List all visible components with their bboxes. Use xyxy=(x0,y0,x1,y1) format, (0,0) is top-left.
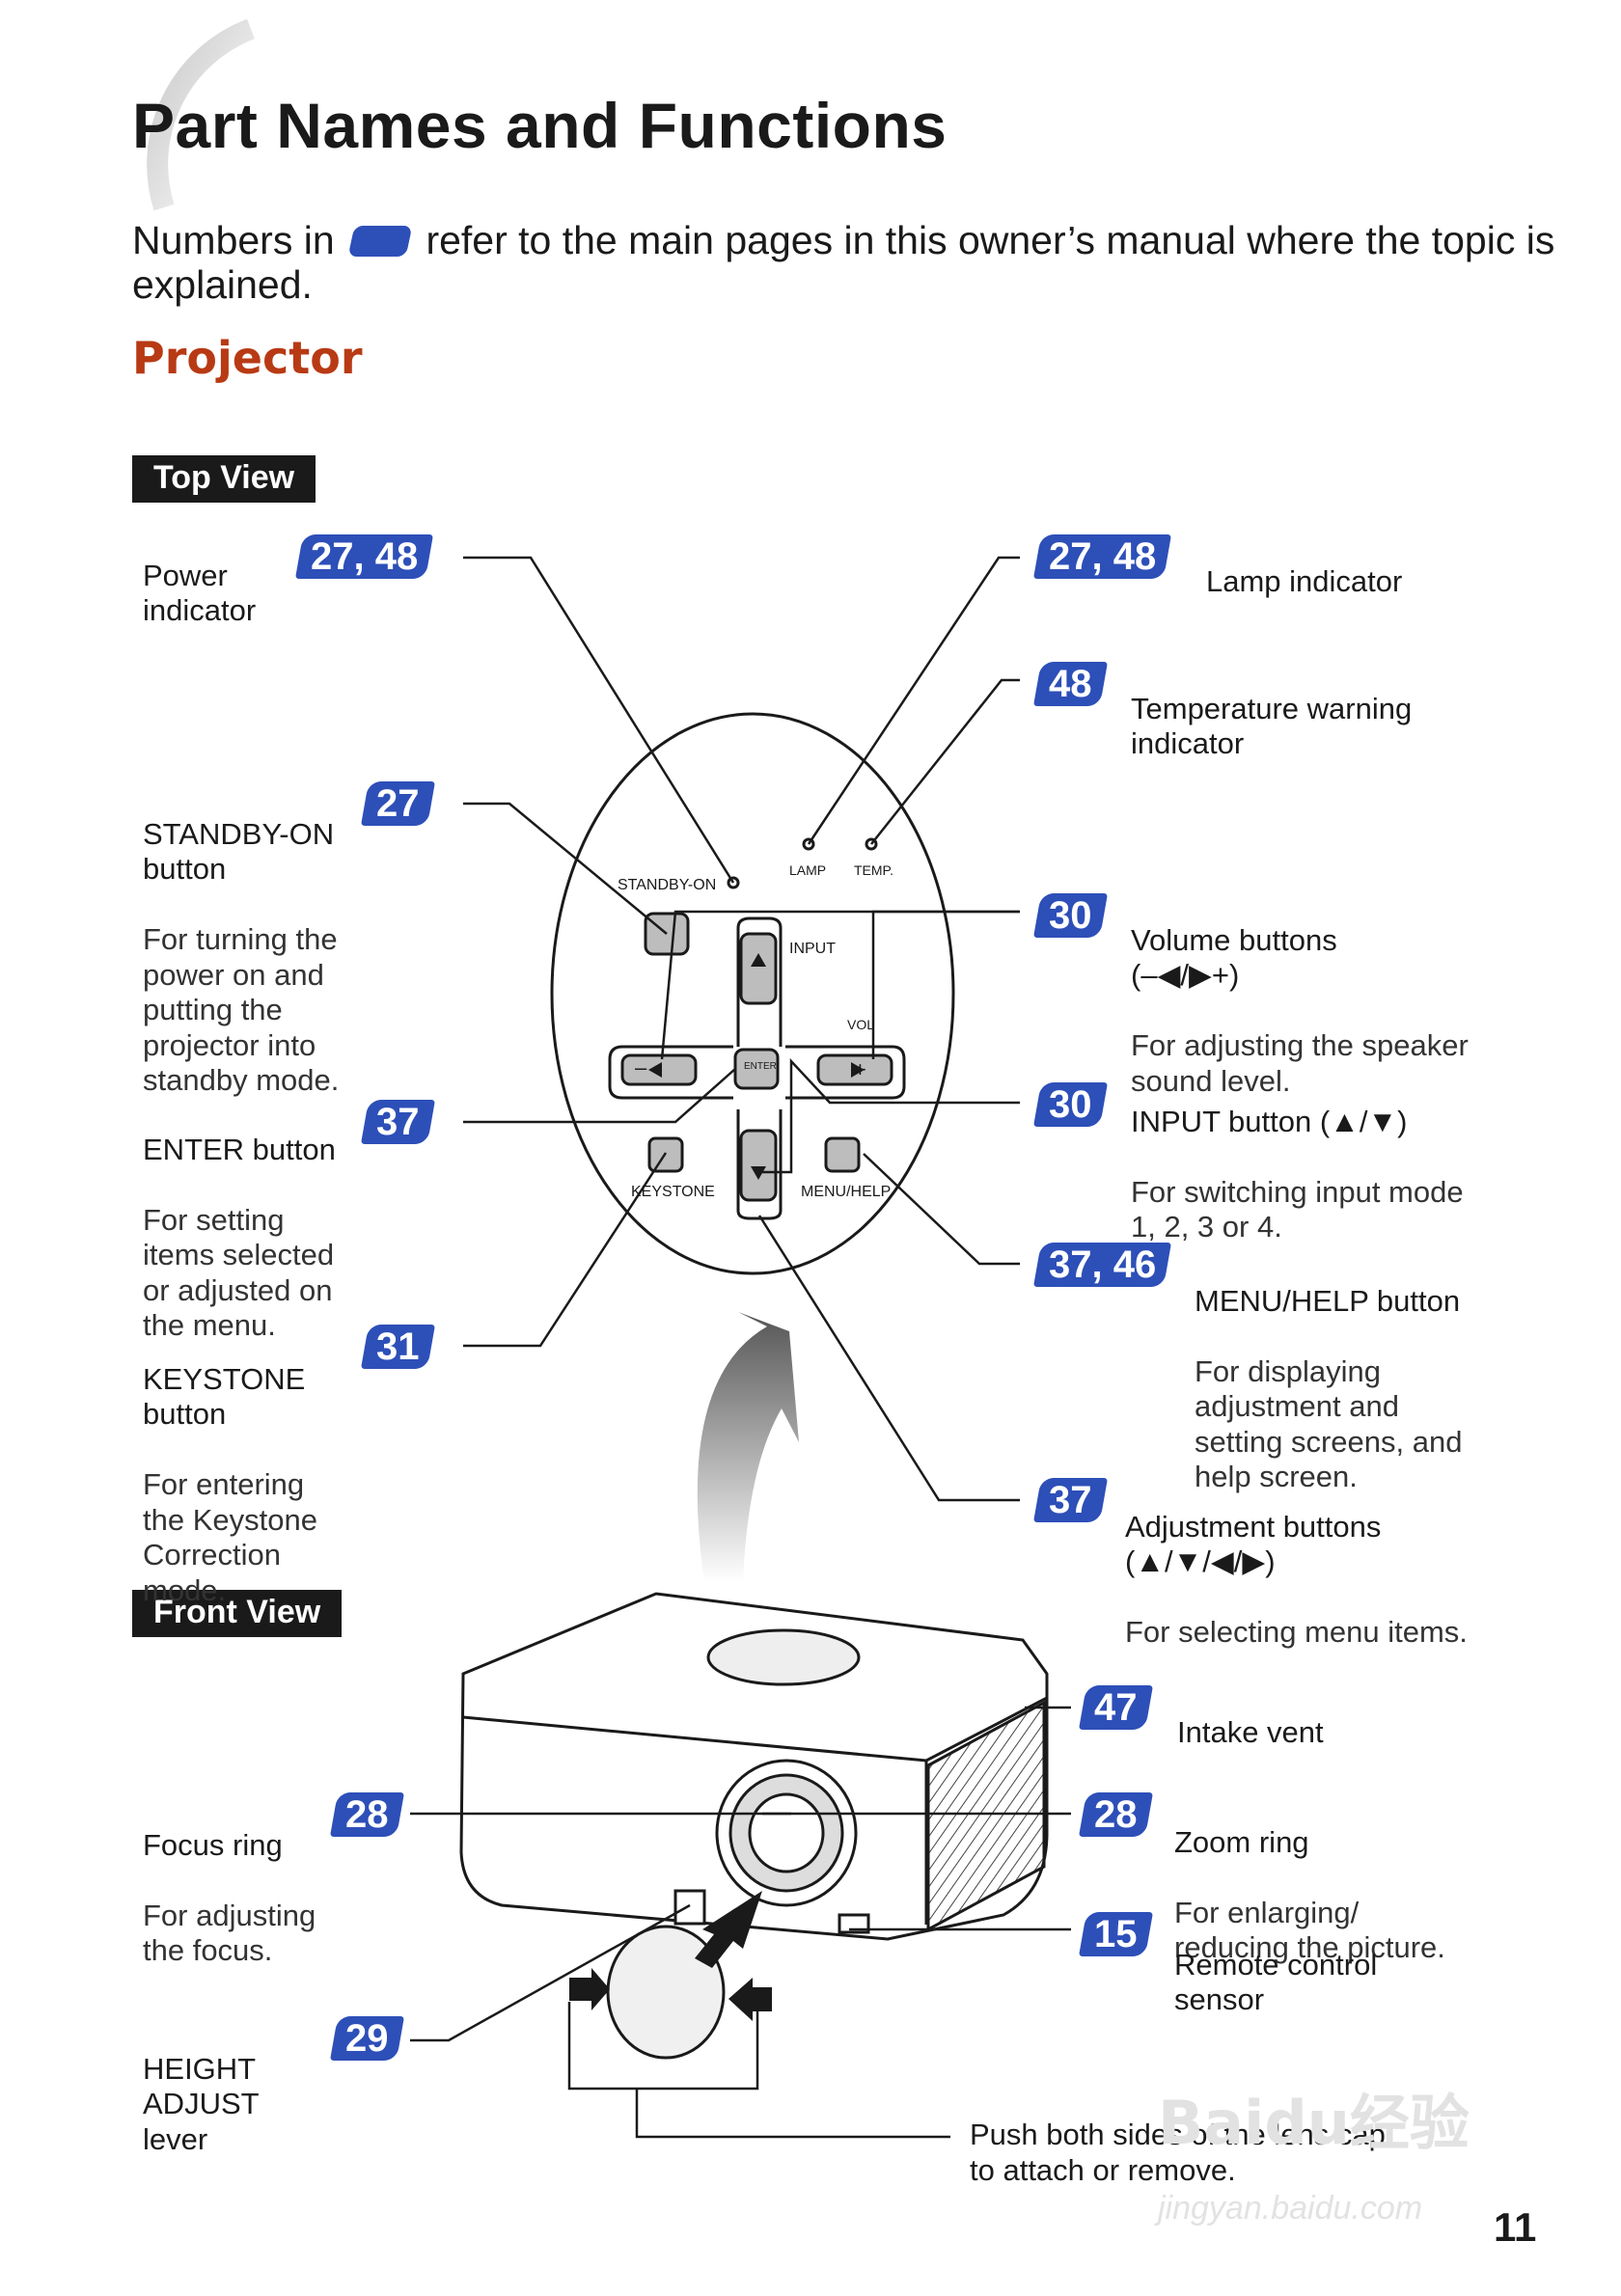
intro-text: Numbers in refer to the main pages in th… xyxy=(132,218,1560,307)
callout-description: For turning the power on and putting the… xyxy=(143,922,340,1097)
page-badge-input-button: 30 xyxy=(1032,1082,1108,1127)
lens-cap-note: Push both sides of the lens cap to attac… xyxy=(970,2118,1386,2187)
page-badge-remote-sensor: 15 xyxy=(1078,1912,1153,1956)
callout-description: For setting items selected or adjusted o… xyxy=(143,1202,335,1343)
watermark-logo: Baidu经验 xyxy=(1158,2088,1470,2158)
callout-label: HEIGHT ADJUST lever xyxy=(143,2051,260,2156)
callout-label: Focus ring xyxy=(143,1827,283,1862)
page-badge-standby-on: 27 xyxy=(360,781,435,826)
callout-volume-buttons: Volume buttons (–◀/▶+) For adjusting the… xyxy=(1131,888,1469,1134)
panel-enter-label: ENTER xyxy=(744,1061,777,1072)
intro-after: refer to the main pages in this owner’s … xyxy=(132,218,1555,307)
panel-standby-label: STANDBY-ON xyxy=(618,877,716,893)
section-heading: Projector xyxy=(132,332,363,384)
callout-input-button: INPUT button (▲/▼) For switching input m… xyxy=(1131,1069,1464,1280)
callout-label: Remote control sensor xyxy=(1174,1947,1378,2017)
svg-text:–: – xyxy=(635,1055,647,1080)
callout-standby-on: STANDBY-ON button For turning the power … xyxy=(143,781,339,1134)
panel-temp-label: TEMP. xyxy=(854,862,893,878)
callout-focus-ring: Focus ring For adjusting the focus. xyxy=(143,1792,316,2004)
callout-description: For switching input mode 1, 2, 3 or 4. xyxy=(1131,1174,1464,1244)
page-reference-badge-icon xyxy=(347,226,413,257)
callout-description: For entering the Keystone Correction mod… xyxy=(143,1467,317,1607)
callout-keystone-button: KEYSTONE button For entering the Keyston… xyxy=(143,1326,317,1644)
svg-text:+: + xyxy=(854,1057,866,1081)
front-view-leader-lines xyxy=(410,1706,1071,2139)
callout-label: ENTER button xyxy=(143,1132,336,1166)
push-arrows xyxy=(569,1891,772,2021)
callout-label: Power indicator xyxy=(143,558,257,628)
intro-before: Numbers in xyxy=(132,218,335,262)
top-view-tag: Top View xyxy=(132,455,316,503)
page-badge-intake-vent: 47 xyxy=(1078,1685,1153,1730)
callout-description: For adjusting the speaker sound level. xyxy=(1131,1028,1469,1098)
page-badge-focus-ring: 28 xyxy=(329,1792,404,1837)
callout-lamp-indicator: Lamp indicator xyxy=(1206,529,1402,635)
watermark-url: jingyan.baidu.com xyxy=(1158,2190,1423,2227)
panel-menu-label: MENU/HELP xyxy=(801,1184,891,1200)
page-badge-volume-buttons: 30 xyxy=(1032,893,1108,938)
callout-label: Zoom ring xyxy=(1174,1824,1309,1859)
callout-label: Volume buttons (–◀/▶+) xyxy=(1131,922,1337,993)
page-badge-zoom-ring: 28 xyxy=(1078,1792,1153,1837)
page-number: 11 xyxy=(1494,2204,1537,2250)
callout-description: For selecting menu items. xyxy=(1125,1615,1468,1649)
callout-label: Temperature warning indicator xyxy=(1131,691,1413,761)
callout-temperature-indicator: Temperature warning indicator xyxy=(1131,656,1412,797)
callout-description: For displaying adjustment and setting sc… xyxy=(1195,1353,1463,1494)
panel-keystone-label: KEYSTONE xyxy=(631,1184,715,1200)
control-panel-illustration xyxy=(550,712,955,1275)
page-title: Part Names and Functions xyxy=(132,90,948,161)
view-transition-arrow xyxy=(697,1312,799,1582)
callout-label: STANDBY-ON button xyxy=(143,816,335,887)
page-badge-height-adjust-lever: 29 xyxy=(329,2016,404,2061)
corner-decoration xyxy=(147,18,256,211)
panel-glyphs: + – xyxy=(635,953,866,1180)
page-badge-keystone-button: 31 xyxy=(360,1325,435,1369)
callout-label: Lamp indicator xyxy=(1206,563,1403,598)
callout-label: MENU/HELP button xyxy=(1195,1283,1461,1318)
callout-label: INPUT button (▲/▼) xyxy=(1131,1104,1408,1138)
callout-zoom-ring: Zoom ring For enlarging/ reducing the pi… xyxy=(1174,1790,1445,2001)
page-badge-adjustment-buttons: 37 xyxy=(1032,1478,1108,1522)
front-view-tag: Front View xyxy=(132,1590,343,1637)
callout-description: For enlarging/ reducing the picture. xyxy=(1174,1895,1445,1965)
panel-vol-label: VOL xyxy=(847,1017,874,1032)
callout-adjustment-buttons: Adjustment buttons (▲/▼/◀/▶) For selecti… xyxy=(1125,1474,1468,1685)
callout-enter-button: ENTER button For setting items selected … xyxy=(143,1097,336,1379)
callout-menu-help-button: MENU/HELP button For displaying adjustme… xyxy=(1195,1248,1462,1530)
callout-label: Intake vent xyxy=(1177,1714,1324,1749)
page-badge-menu-help-button: 37, 46 xyxy=(1032,1243,1172,1287)
projector-illustration xyxy=(459,1592,1049,2060)
callout-description: For adjusting the focus. xyxy=(143,1898,316,1968)
callout-label: Adjustment buttons (▲/▼/◀/▶) xyxy=(1125,1509,1382,1579)
page-badge-lamp-indicator: 27, 48 xyxy=(1032,534,1172,579)
page-badge-temperature-indicator: 48 xyxy=(1032,662,1108,706)
panel-input-label: INPUT xyxy=(789,941,836,957)
callout-height-adjust-lever: HEIGHT ADJUST lever xyxy=(143,2016,260,2193)
callout-remote-sensor: Remote control sensor xyxy=(1174,1912,1377,2053)
top-view-leader-lines xyxy=(463,556,1020,1502)
callout-label: KEYSTONE button xyxy=(143,1361,306,1432)
callout-power-indicator: Power indicator xyxy=(143,523,256,664)
panel-lamp-label: LAMP xyxy=(789,862,826,878)
callout-intake-vent: Intake vent xyxy=(1177,1680,1324,1786)
page-badge-enter-button: 37 xyxy=(360,1100,435,1144)
page-badge-power-indicator: 27, 48 xyxy=(294,534,434,579)
